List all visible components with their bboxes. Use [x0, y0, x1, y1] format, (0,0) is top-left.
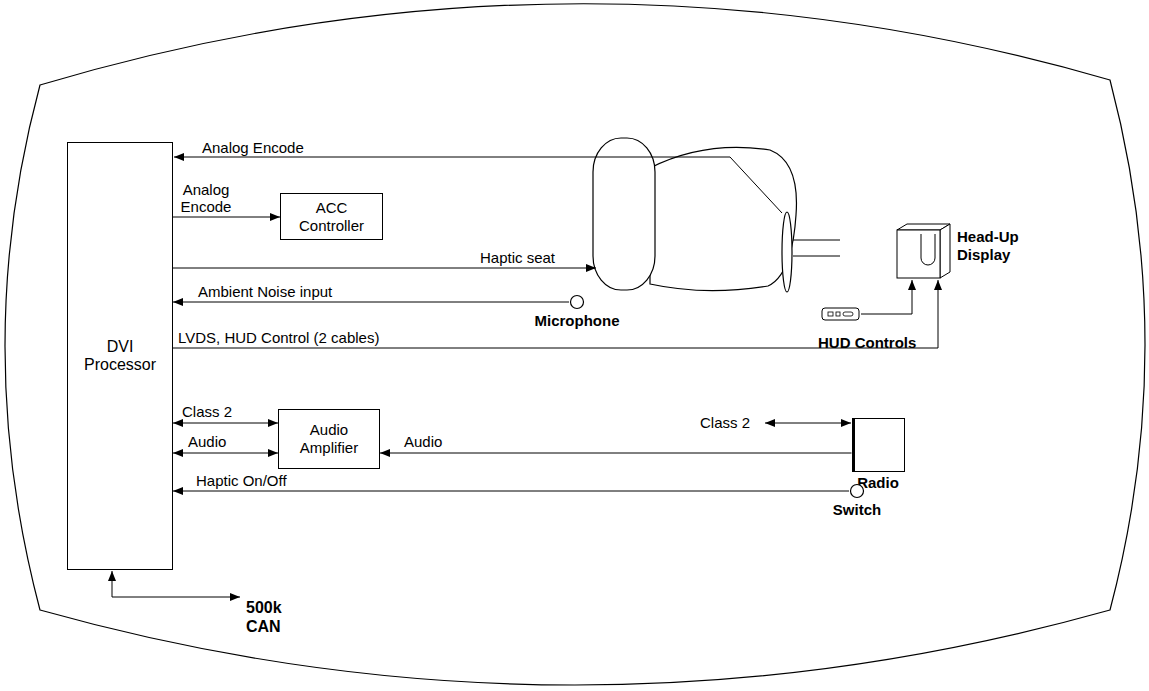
- steering-wheel: [782, 212, 792, 292]
- signal-connector: [861, 280, 912, 314]
- signal-connector: [173, 491, 849, 492]
- connector-label: Class 2: [182, 403, 232, 420]
- connector-label: Audio: [404, 433, 442, 450]
- radio-unit: [852, 418, 905, 472]
- signal-connector: [173, 453, 278, 454]
- microphone: Microphone: [527, 294, 627, 329]
- signal-connector: [380, 453, 852, 454]
- connector-label: Audio: [188, 433, 226, 450]
- node-text: ACC Controller: [287, 199, 376, 235]
- hud-icon: [895, 222, 953, 280]
- bus-label: 500k CAN: [246, 598, 294, 636]
- connector-label: Ambient Noise input: [198, 283, 332, 300]
- seat-cushion: [650, 147, 796, 290]
- signal-label: Class 2: [700, 414, 750, 431]
- controller-box: ACC Controller: [280, 193, 383, 240]
- steering-column: [793, 256, 840, 257]
- can-bus-wire: [112, 571, 240, 597]
- hud-controls: HUD Controls: [818, 307, 916, 351]
- signal-wire: [765, 423, 851, 424]
- head-up-display: Head-Up Display: [895, 222, 1029, 280]
- connector-label: Haptic On/Off: [196, 472, 287, 489]
- seat-backrest: [593, 138, 655, 290]
- node-text: HUD Controls: [818, 334, 916, 351]
- signal-wire: [173, 268, 596, 269]
- signal-wire: [174, 157, 782, 213]
- radio: Radio: [838, 418, 918, 491]
- signal-connector: [173, 217, 280, 218]
- control-panel-icon: [821, 307, 861, 321]
- signal-label: Analog Encode: [202, 139, 304, 156]
- signal-label: Haptic seat: [480, 249, 555, 266]
- node-text: Switch: [833, 501, 881, 518]
- vehicle-outline: [5, 4, 1145, 685]
- node-text: DVI Processor: [74, 338, 166, 374]
- signal-connector: [173, 423, 278, 424]
- amplifier-box: Audio Amplifier: [278, 409, 380, 469]
- terminal-circle: [849, 483, 865, 499]
- node-text: Audio Amplifier: [285, 421, 373, 457]
- node-text: Head-Up Display: [957, 228, 1029, 264]
- switch: Switch: [807, 483, 907, 518]
- node-text: Microphone: [535, 312, 620, 329]
- steering-column: [793, 240, 840, 241]
- signal-connector: [173, 302, 569, 303]
- connector-label: LVDS, HUD Control (2 cables): [178, 329, 379, 346]
- connector-label: Analog Encode: [176, 181, 236, 215]
- processor-box: DVI Processor: [67, 142, 173, 570]
- terminal-circle: [569, 294, 585, 310]
